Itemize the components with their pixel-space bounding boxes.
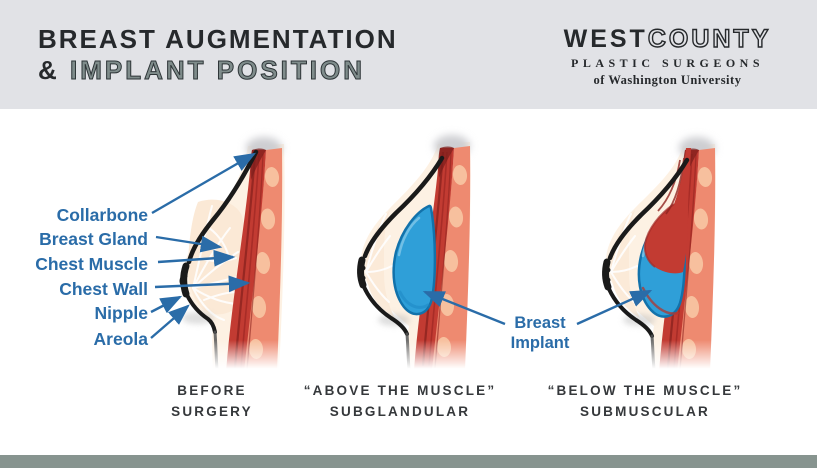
- anatomy-label-breast-gland: Breast Gland: [39, 229, 148, 249]
- anatomy-label-collarbone: Collarbone: [56, 205, 148, 225]
- caption-line: SURGERY: [171, 403, 253, 419]
- logo-name-outlined: COUNTY: [647, 25, 772, 53]
- logo-tagline: of Washington University: [593, 73, 742, 87]
- panel-submuscular: [585, 137, 755, 376]
- footer-bar: [0, 455, 817, 468]
- title-line1: BREAST AUGMENTATION: [38, 24, 398, 54]
- anatomy-label-chest-wall: Chest Wall: [59, 279, 148, 299]
- caption-line: BEFORE: [177, 383, 247, 398]
- breast-profile-outline: [357, 155, 445, 371]
- caption-line: “BELOW THE MUSCLE”: [547, 383, 743, 398]
- caption-subglandular: “ABOVE THE MUSCLE” SUBGLANDULAR: [290, 381, 510, 422]
- breast-implant-label-line1: Breast: [514, 314, 566, 332]
- westcounty-logo: WESTCOUNTY PLASTIC SURGEONS of Washingto…: [545, 25, 790, 88]
- anatomy-label-chest-muscle: Chest Muscle: [35, 254, 148, 274]
- breast-gland-texture: [365, 213, 393, 303]
- panel-subglandular: [340, 135, 500, 376]
- chest-muscle-arrow-icon: [157, 249, 236, 267]
- caption-line: SUBMUSCULAR: [580, 403, 710, 419]
- caption-submuscular: “BELOW THE MUSCLE” SUBMUSCULAR: [528, 381, 762, 422]
- areola-arrow-icon: [150, 304, 190, 339]
- breast-implant-label: Breast Implant: [488, 313, 592, 353]
- caption-line: SUBGLANDULAR: [329, 403, 471, 419]
- header: BREAST AUGMENTATION & IMPLANT POSITION W…: [0, 0, 817, 109]
- title-line2-outlined: IMPLANT POSITION: [70, 55, 365, 86]
- breast-gland-arrow-icon: [155, 235, 223, 253]
- pointer-arrows: [150, 152, 653, 339]
- title-line2: & IMPLANT POSITION: [38, 55, 398, 86]
- caption-line: “ABOVE THE MUSCLE”: [303, 383, 497, 398]
- breast-implant-label-line2: Implant: [510, 334, 570, 352]
- anatomy-label-areola: Areola: [93, 329, 148, 349]
- implant-subglandular: [392, 204, 437, 316]
- logo-name: WESTCOUNTY: [545, 25, 790, 53]
- caption-before-surgery: BEFORE SURGERY: [122, 381, 302, 422]
- title-ampersand: &: [38, 55, 70, 85]
- chest-wall-arrow-icon: [154, 275, 251, 293]
- page-title: BREAST AUGMENTATION & IMPLANT POSITION: [38, 24, 398, 86]
- implant-arrow-left-icon: [422, 290, 506, 326]
- logo-subtitle: PLASTIC SURGEONS: [570, 56, 765, 70]
- nipple-arrow-icon: [150, 295, 183, 314]
- implant-arrow-right-icon: [576, 289, 653, 326]
- anatomy-label-nipple: Nipple: [94, 303, 148, 323]
- logo-name-solid: WEST: [563, 25, 648, 53]
- collarbone-arrow-icon: [151, 152, 257, 215]
